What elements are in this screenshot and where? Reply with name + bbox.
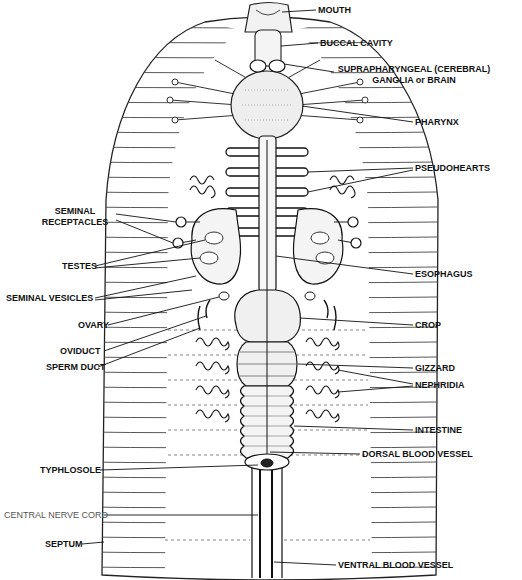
- pharynx-stipple: [242, 90, 292, 120]
- part-label: NEPHRIDIA: [415, 380, 465, 391]
- seminal-vesicle: [191, 209, 240, 284]
- seminal-vesicle: [294, 209, 343, 284]
- typhlosole: [261, 459, 273, 467]
- ovary: [219, 292, 229, 300]
- dorsal-vessel: [267, 140, 268, 455]
- body-wall-rings: [295, 22, 438, 578]
- part-label: OVIDUCT: [60, 346, 101, 357]
- pharynx: [231, 71, 303, 139]
- part-label: ESOPHAGUS: [415, 269, 473, 280]
- seminal-receptacle: [351, 238, 361, 248]
- part-label: INTESTINE: [415, 425, 462, 436]
- brain-lobe: [250, 60, 266, 72]
- testis: [311, 232, 329, 244]
- part-label: VENTRAL BLOOD VESSEL: [338, 560, 453, 571]
- body-wall-rings: [102, 22, 240, 578]
- part-label: MOUTH: [318, 5, 351, 16]
- part-label: DORSAL BLOOD VESSEL: [362, 449, 473, 460]
- mouth-lobe: [245, 3, 292, 33]
- brain-lobe: [269, 60, 285, 72]
- part-label: GIZZARD: [415, 363, 455, 374]
- ventral-tube: [252, 468, 282, 578]
- part-label: PHARYNX: [415, 117, 459, 128]
- part-label: TESTES: [62, 261, 97, 272]
- testis: [205, 232, 223, 244]
- part-label: SUPRAPHARYNGEAL (CEREBRAL) GANGLIA or BR…: [334, 64, 494, 86]
- intestine-section: [245, 454, 289, 470]
- part-label: BUCCAL CAVITY: [320, 38, 393, 49]
- nerve-cord-and-vessel: [260, 470, 272, 578]
- seminal-receptacle: [348, 217, 358, 227]
- ovary: [305, 292, 315, 300]
- part-label: SPERM DUCT: [46, 362, 106, 373]
- part-label: CENTRAL NERVE CORD: [4, 510, 108, 521]
- part-label: SEMINAL RECEPTACLES: [34, 206, 116, 228]
- mouth-opening: [256, 10, 280, 15]
- part-label: CROP: [415, 320, 441, 331]
- crop: [235, 290, 301, 342]
- part-label: OVARY: [78, 320, 109, 331]
- part-label: TYPHLOSOLE: [40, 465, 101, 476]
- body-outline: [102, 17, 438, 580]
- part-label: SEPTUM: [45, 539, 83, 550]
- testis: [200, 252, 218, 264]
- nephridia: [190, 176, 355, 422]
- part-label: PSEUDOHEARTS: [415, 163, 490, 174]
- leader-lines: [82, 10, 413, 565]
- part-label: SEMINAL VESICLES: [6, 293, 93, 304]
- seminal-receptacle: [176, 217, 186, 227]
